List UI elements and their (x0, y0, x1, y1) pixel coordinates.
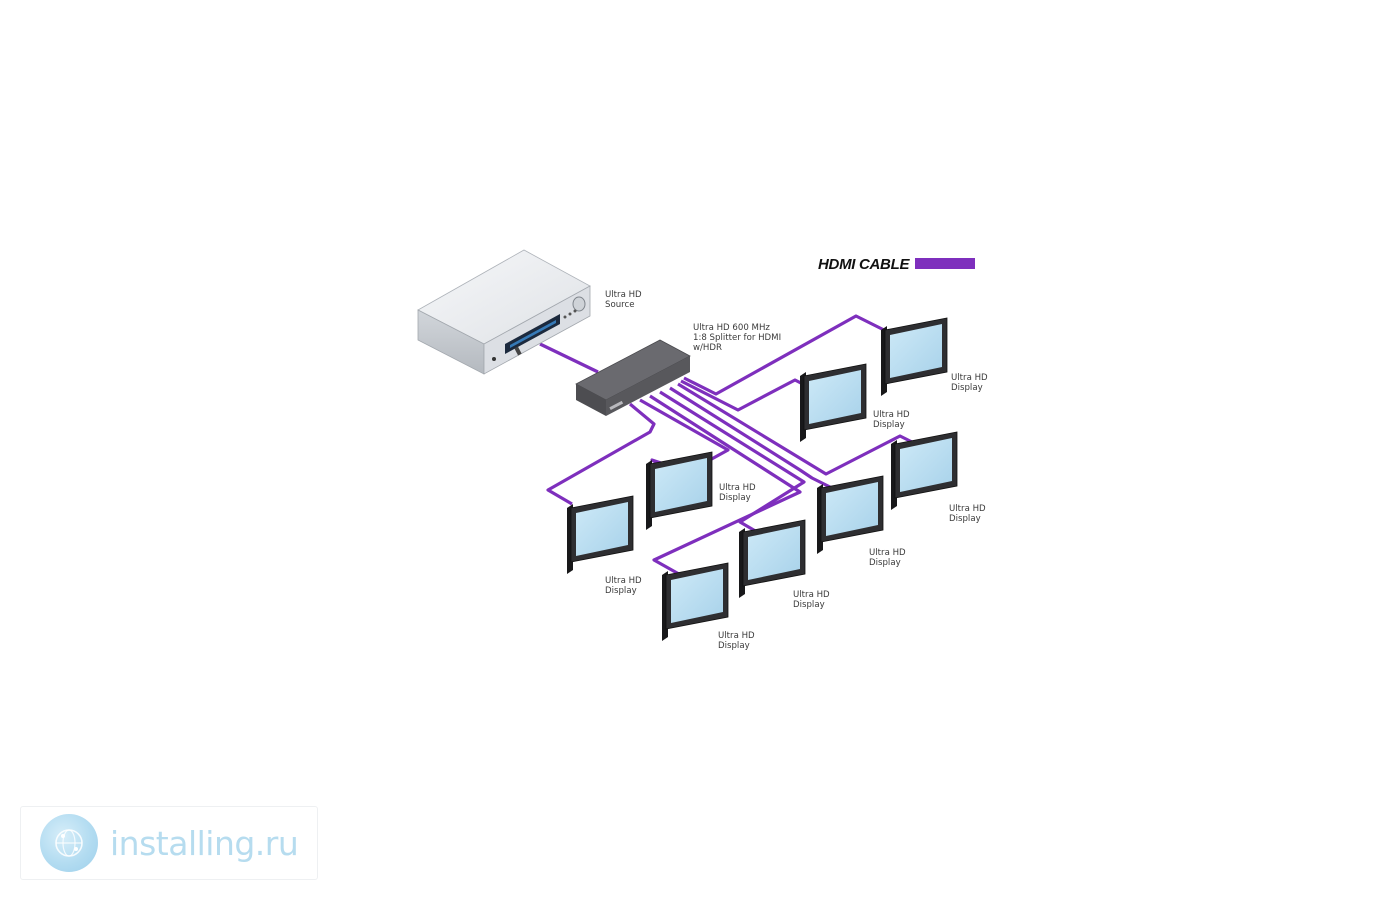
source-label-line1: Ultra HD (605, 290, 642, 300)
display-label-2-line2: Display (873, 420, 905, 430)
display-monitor-6 (567, 495, 634, 574)
display-monitor-1 (881, 317, 948, 396)
legend-swatch (915, 258, 975, 269)
display-label-5-line2: Display (869, 558, 901, 568)
display-label-5: Ultra HD Display (869, 548, 908, 568)
display-label-4: Ultra HD Display (949, 504, 988, 524)
cable-to-display-1 (683, 314, 905, 396)
watermark-text: installing.ru (110, 823, 299, 863)
displays-layer (567, 317, 958, 641)
display-monitor-8 (662, 562, 729, 641)
display-label-2-line1: Ultra HD (873, 410, 910, 420)
display-label-6-line1: Ultra HD (605, 576, 642, 586)
cable-to-display-4 (669, 386, 841, 494)
splitter-label: Ultra HD 600 MHz 1:8 Splitter for HDMI w… (693, 323, 784, 353)
display-label-8-line1: Ultra HD (718, 631, 755, 641)
display-monitor-4 (891, 431, 958, 510)
cable-to-display-8 (546, 402, 656, 506)
legend-label: HDMI CABLE (818, 256, 910, 273)
display-label-4-line2: Display (949, 514, 981, 524)
splitter-label-line3: w/HDR (693, 343, 722, 353)
cable-to-display-5 (659, 390, 806, 538)
watermark: installing.ru (20, 806, 318, 880)
splitter-label-line1: Ultra HD 600 MHz (693, 323, 770, 333)
cloud-globe-icon (40, 814, 98, 872)
display-label-3: Ultra HD Display (719, 483, 758, 503)
display-label-3-line2: Display (719, 493, 751, 503)
display-label-8-line2: Display (718, 641, 750, 651)
display-label-1-line2: Display (951, 383, 983, 393)
source-label-line2: Source (605, 300, 635, 310)
legend: HDMI CABLE (818, 256, 975, 273)
display-label-6: Ultra HD Display (605, 576, 644, 596)
splitter-label-line2: 1:8 Splitter for HDMI (693, 333, 781, 343)
display-label-1: Ultra HD Display (951, 373, 990, 393)
hdmi-splitter-device (575, 339, 691, 416)
display-label-5-line1: Ultra HD (869, 548, 906, 558)
ultra-hd-source-device (417, 249, 591, 375)
labels: Ultra HD Source Ultra HD 600 MHz 1:8 Spl… (605, 290, 990, 651)
cable-source-to-splitter (539, 342, 599, 374)
hdmi-cables (539, 314, 917, 580)
display-label-1-line1: Ultra HD (951, 373, 988, 383)
display-label-8: Ultra HD Display (718, 631, 757, 651)
cable-to-display-6 (649, 394, 802, 580)
display-label-7-line1: Ultra HD (793, 590, 830, 600)
display-label-2: Ultra HD Display (873, 410, 912, 430)
display-monitor-3 (646, 451, 713, 530)
display-label-4-line1: Ultra HD (949, 504, 986, 514)
display-monitor-7 (739, 519, 806, 598)
display-label-6-line2: Display (605, 586, 637, 596)
display-monitor-5 (817, 475, 884, 554)
display-label-7: Ultra HD Display (793, 590, 832, 610)
display-monitor-2 (800, 363, 867, 442)
display-label-7-line2: Display (793, 600, 825, 610)
source-label: Ultra HD Source (605, 290, 644, 310)
cable-to-display-3 (677, 382, 917, 476)
display-label-3-line1: Ultra HD (719, 483, 756, 493)
